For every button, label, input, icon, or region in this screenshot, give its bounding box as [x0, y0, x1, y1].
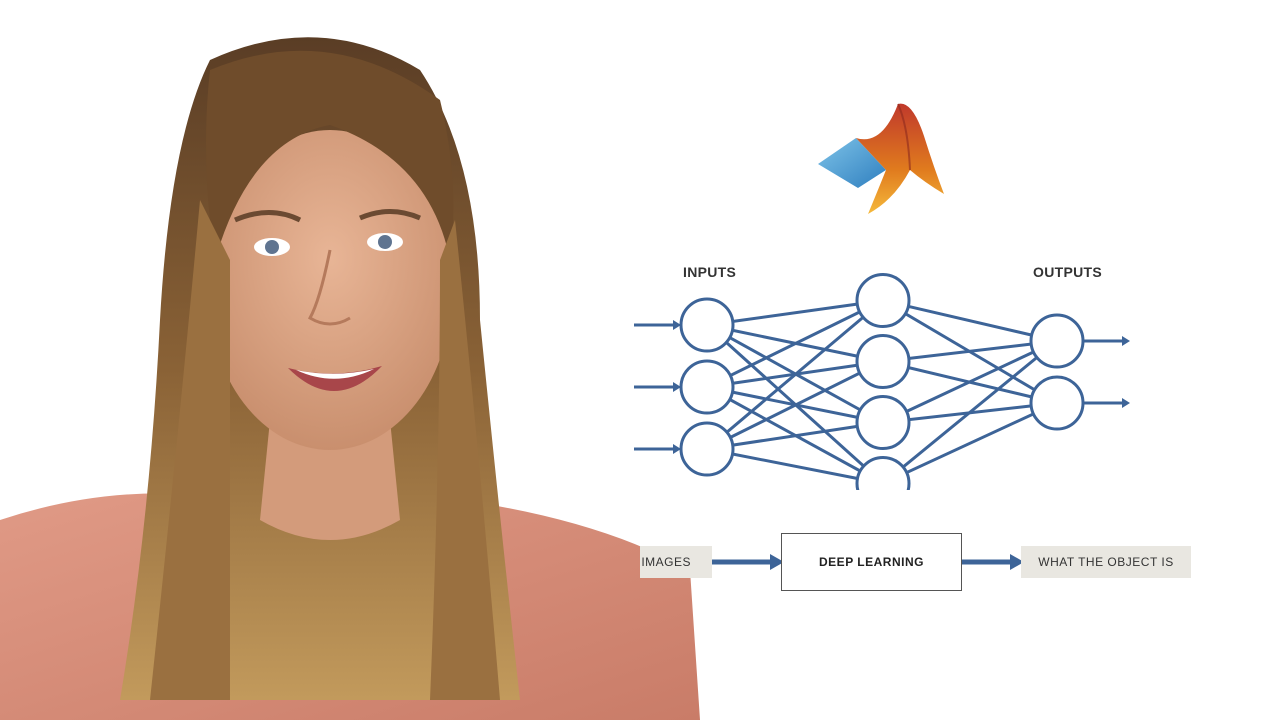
network-edge	[706, 299, 884, 327]
network-edge	[706, 421, 884, 451]
network-node	[679, 421, 735, 477]
network-edge	[882, 401, 1058, 485]
output-arrowhead	[1122, 336, 1130, 346]
network-edge	[882, 339, 1058, 485]
network-node	[855, 395, 911, 450]
neural-network-diagram	[634, 273, 1130, 490]
outputs-label: OUTPUTS	[1033, 264, 1102, 280]
network-edge	[706, 299, 884, 389]
input-arrowhead	[673, 320, 681, 330]
network-edge	[706, 360, 884, 451]
output-arrowhead	[1122, 398, 1130, 408]
object-label: WHAT THE OBJECT IS	[1038, 555, 1174, 569]
network-edge	[882, 339, 1058, 424]
deep-learning-label: DEEP LEARNING	[819, 555, 924, 569]
network-node	[855, 334, 911, 389]
network-node	[855, 456, 911, 490]
object-label-box: WHAT THE OBJECT IS	[1021, 546, 1191, 578]
neck	[260, 420, 400, 540]
input-arrowhead	[673, 444, 681, 454]
network-edge	[706, 447, 884, 485]
deep-learning-box: DEEP LEARNING	[781, 533, 962, 591]
images-label: IMAGES	[641, 555, 691, 569]
network-edge	[882, 299, 1058, 343]
network-node	[679, 359, 735, 415]
flow-arrows	[712, 554, 1024, 570]
hair-front	[206, 50, 454, 261]
network-node	[1029, 313, 1085, 369]
presenter-figure	[0, 37, 700, 720]
images-label-box: IMAGES	[640, 546, 712, 578]
network-edge	[706, 299, 884, 451]
network-node	[855, 273, 911, 328]
network-edge	[882, 339, 1058, 363]
network-node	[679, 297, 735, 353]
matlab-logo-icon	[818, 103, 944, 214]
input-arrowhead	[673, 382, 681, 392]
network-node	[1029, 375, 1085, 431]
inputs-label: INPUTS	[683, 264, 737, 280]
